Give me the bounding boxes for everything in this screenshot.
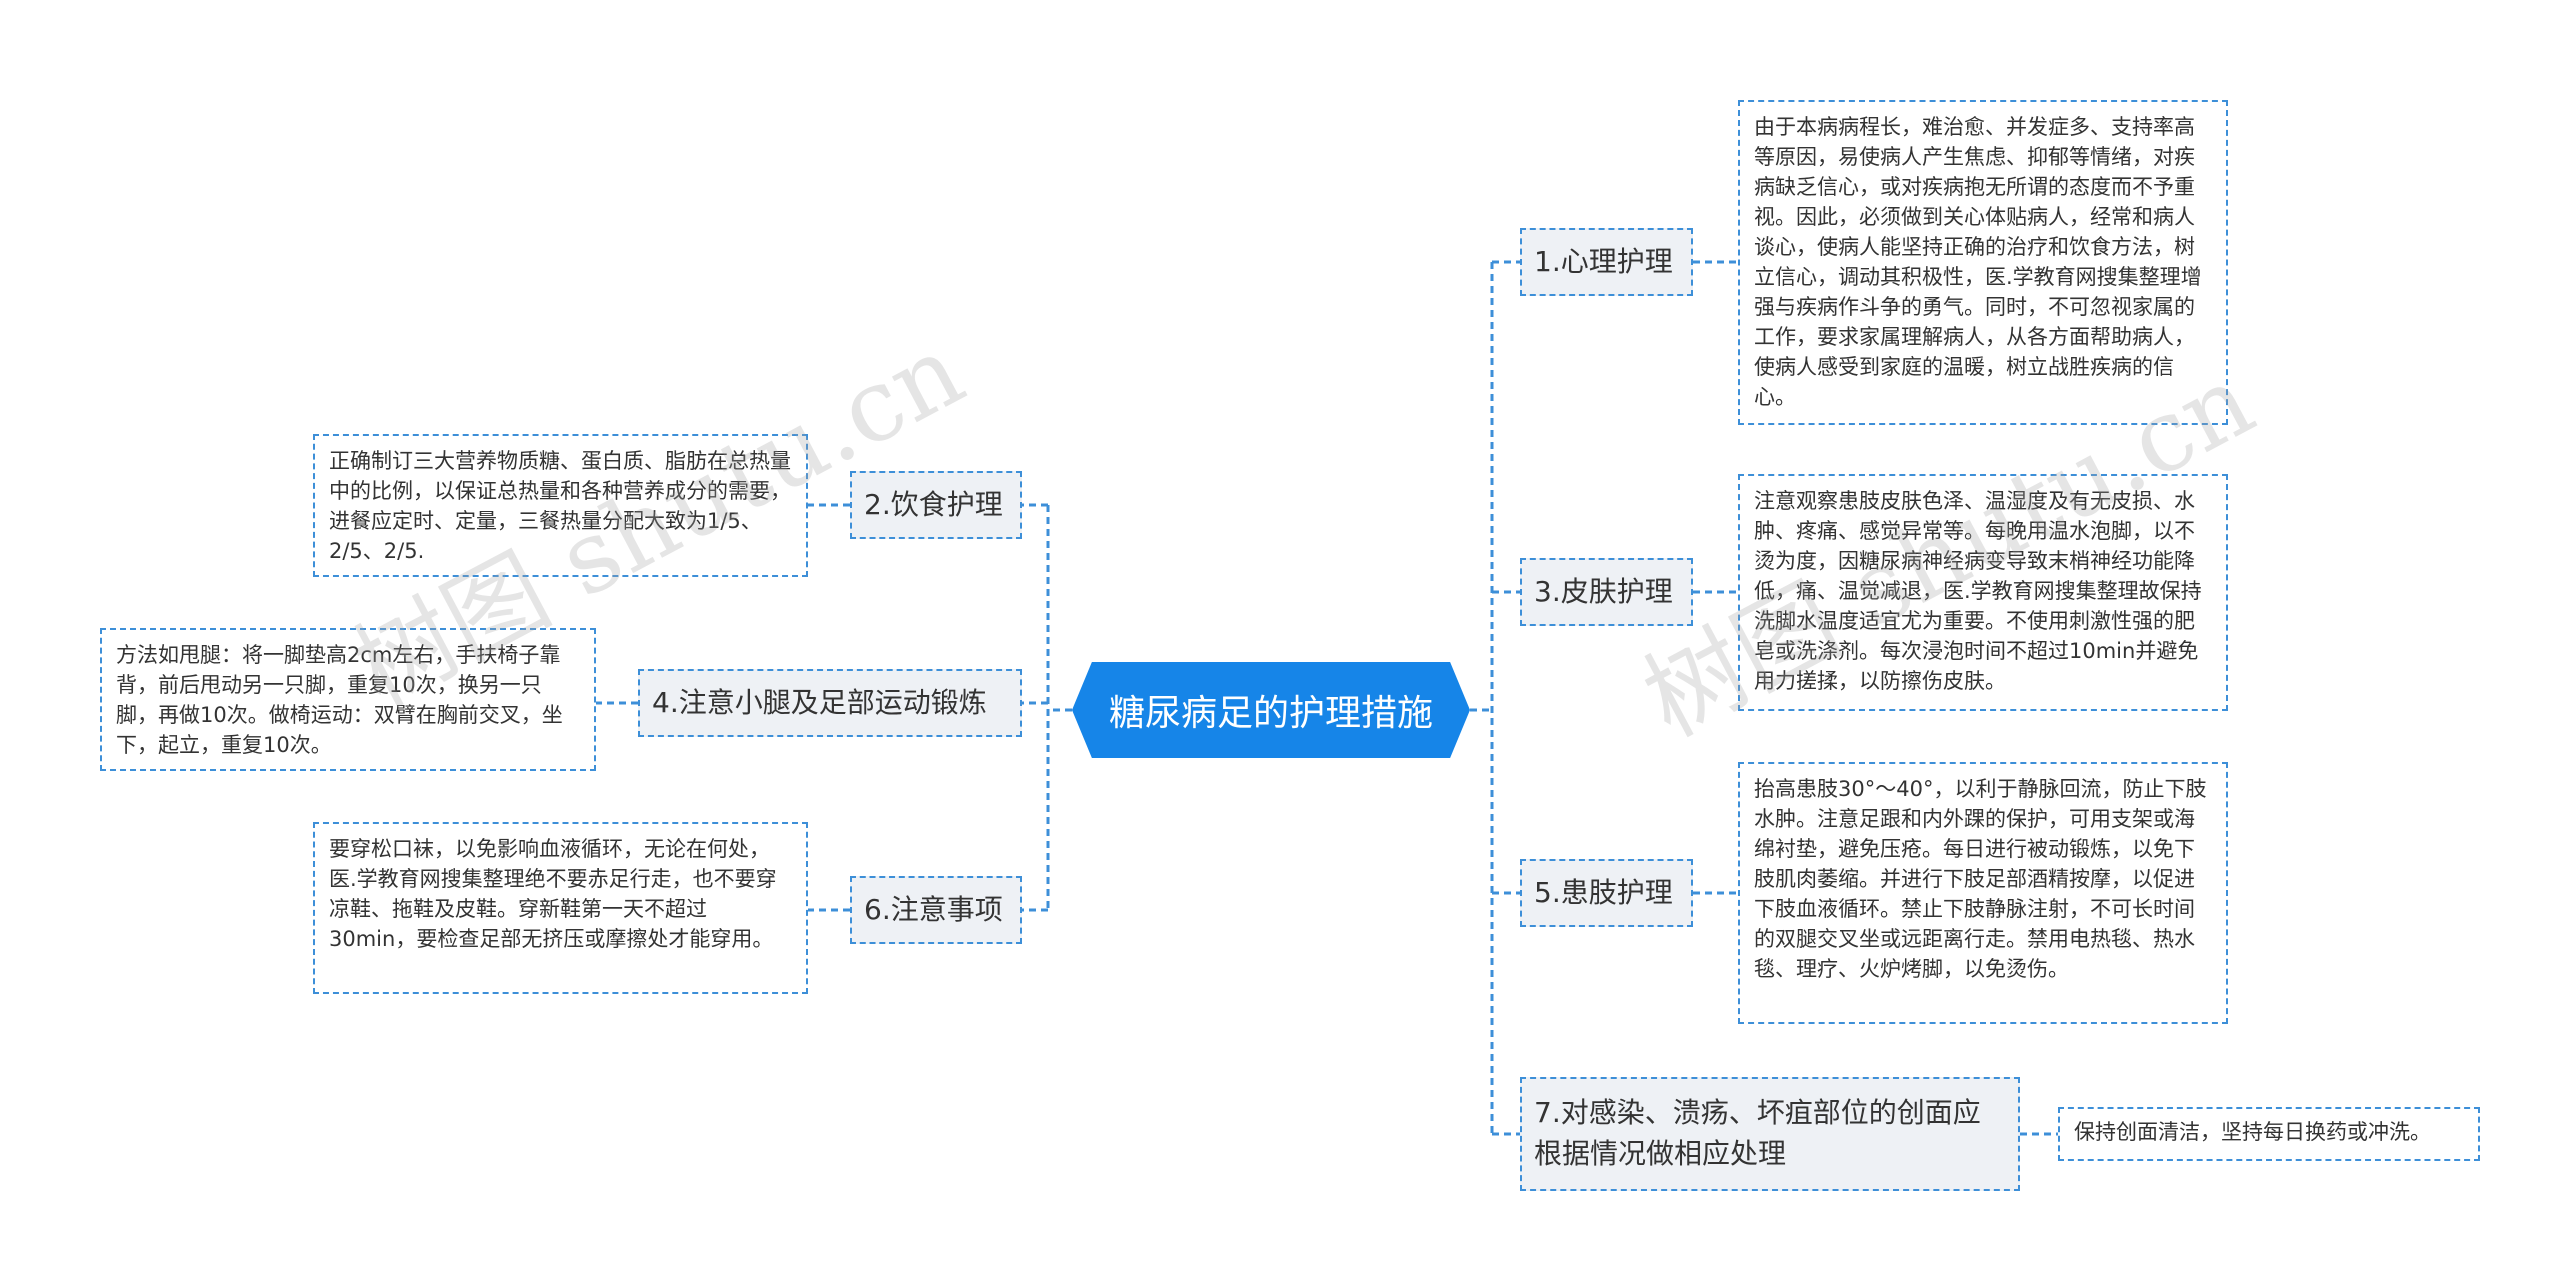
leaf-psych[interactable]: 由于本病病程长，难治愈、并发症多、支持率高等原因，易使病人产生焦虑、抑郁等情绪，… (1738, 100, 2228, 425)
branch-label: 2.饮食护理 (864, 487, 1003, 521)
branch-label: 4.注意小腿及足部运动锻炼 (652, 685, 987, 719)
leaf-diet[interactable]: 正确制订三大营养物质糖、蛋白质、脂肪在总热量中的比例，以保证总热量和各种营养成分… (313, 434, 808, 577)
root-title: 糖尿病足的护理措施 (1108, 693, 1433, 734)
leaf-text: 保持创面清洁，坚持每日换药或冲洗。 (2074, 1120, 2431, 1144)
leaf-text: 方法如甩腿：将一脚垫高2cm左右，手扶椅子靠背，前后甩动另一只脚，重复10次，换… (116, 643, 563, 757)
branch-wound[interactable]: 7.对感染、溃疡、坏疽部位的创面应根据情况做相应处理 (1520, 1077, 2020, 1191)
branch-notes[interactable]: 6.注意事项 (850, 876, 1022, 944)
leaf-text: 注意观察患肢皮肤色泽、温湿度及有无皮损、水肿、疼痛、感觉异常等。每晚用温水泡脚，… (1754, 489, 2202, 693)
branch-label: 7.对感染、溃疡、坏疽部位的创面应根据情况做相应处理 (1534, 1096, 1981, 1170)
branch-label: 1.心理护理 (1534, 244, 1673, 278)
branch-skin[interactable]: 3.皮肤护理 (1520, 558, 1693, 626)
branch-diet[interactable]: 2.饮食护理 (850, 471, 1022, 539)
leaf-limb[interactable]: 抬高患肢30°～40°，以利于静脉回流，防止下肢水肿。注意足跟和内外踝的保护，可… (1738, 762, 2228, 1024)
leaf-skin[interactable]: 注意观察患肢皮肤色泽、温湿度及有无皮损、水肿、疼痛、感觉异常等。每晚用温水泡脚，… (1738, 474, 2228, 711)
branch-psych[interactable]: 1.心理护理 (1520, 228, 1693, 296)
leaf-text: 抬高患肢30°～40°，以利于静脉回流，防止下肢水肿。注意足跟和内外踝的保护，可… (1754, 777, 2207, 981)
branch-exercise[interactable]: 4.注意小腿及足部运动锻炼 (638, 669, 1022, 737)
leaf-notes[interactable]: 要穿松口袜，以免影响血液循环，无论在何处，医.学教育网搜集整理绝不要赤足行走，也… (313, 822, 808, 994)
leaf-text: 由于本病病程长，难治愈、并发症多、支持率高等原因，易使病人产生焦虑、抑郁等情绪，… (1754, 115, 2202, 409)
leaf-text: 要穿松口袜，以免影响血液循环，无论在何处，医.学教育网搜集整理绝不要赤足行走，也… (329, 837, 777, 951)
leaf-text: 正确制订三大营养物质糖、蛋白质、脂肪在总热量中的比例，以保证总热量和各种营养成分… (329, 449, 791, 563)
branch-label: 5.患肢护理 (1534, 875, 1673, 909)
root-topic[interactable]: 糖尿病足的护理措施 (1072, 662, 1470, 758)
leaf-exercise[interactable]: 方法如甩腿：将一脚垫高2cm左右，手扶椅子靠背，前后甩动另一只脚，重复10次，换… (100, 628, 596, 771)
branch-label: 6.注意事项 (864, 892, 1003, 926)
branch-label: 3.皮肤护理 (1534, 574, 1673, 608)
branch-limb[interactable]: 5.患肢护理 (1520, 859, 1693, 927)
leaf-wound[interactable]: 保持创面清洁，坚持每日换药或冲洗。 (2058, 1107, 2480, 1161)
